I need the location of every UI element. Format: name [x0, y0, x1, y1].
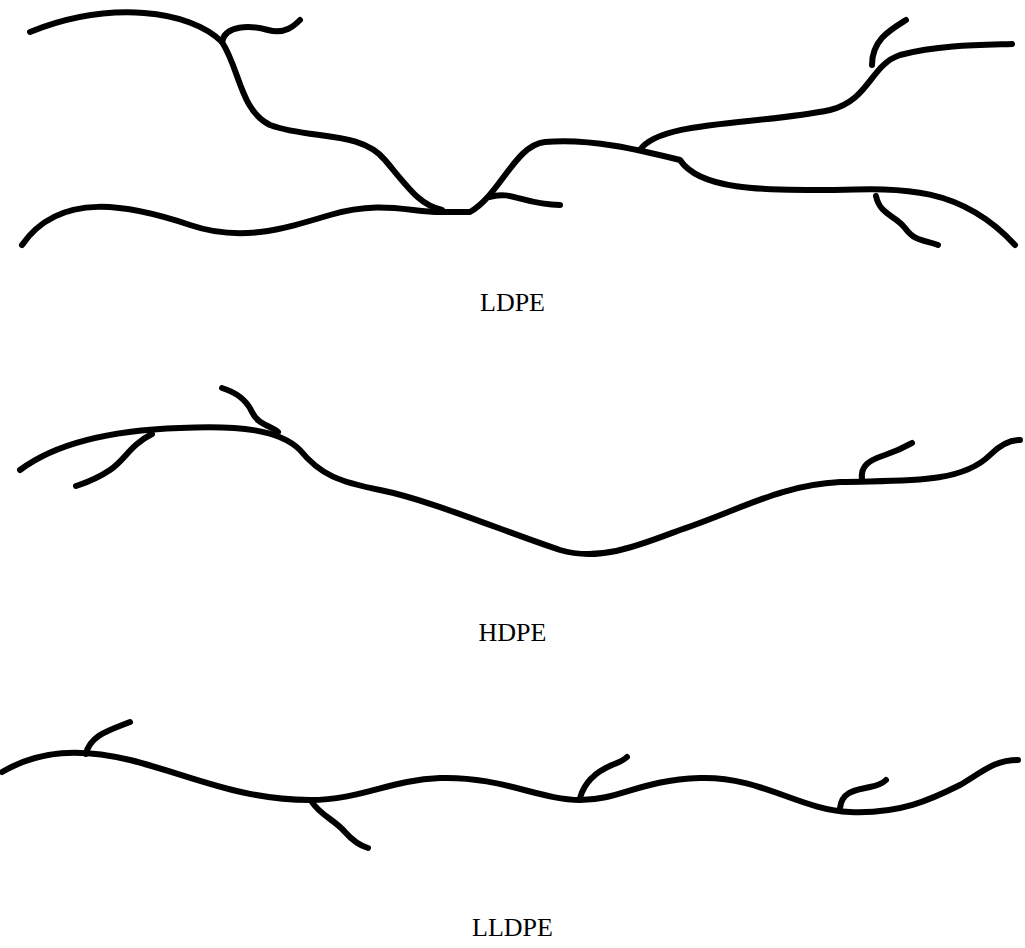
polymer-label: LLDPE	[0, 912, 1025, 943]
lldpe-chain	[2, 722, 1018, 848]
polymer-label: HDPE	[0, 617, 1025, 648]
ldpe-chains	[22, 12, 1015, 245]
hdpe-chain	[20, 388, 1020, 554]
polymer-label: LDPE	[0, 287, 1025, 318]
